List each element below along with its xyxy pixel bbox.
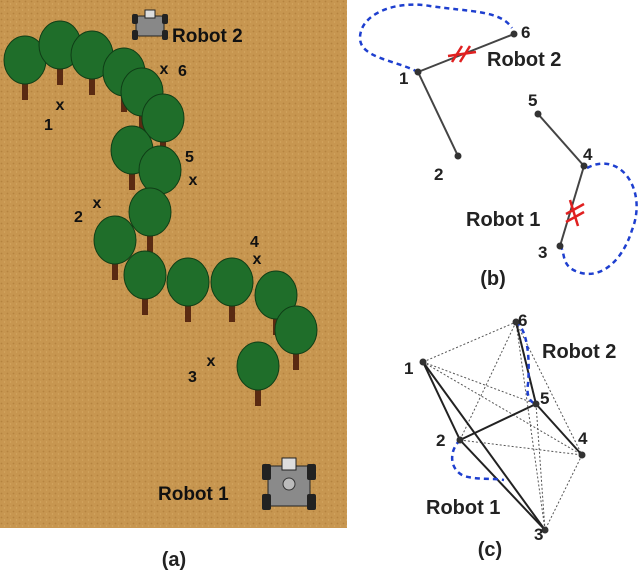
graph-node-6 (512, 318, 520, 326)
robot-2-map-label: Robot 2 (172, 26, 243, 47)
waypoint-marker-5: x 5 (185, 149, 198, 189)
tree-row (3, 20, 318, 406)
tree-canopy (93, 215, 137, 265)
panel-b-caption: (b) (480, 268, 506, 290)
tree-trunk (185, 294, 191, 322)
waypoint-marker-3: x 3 (188, 353, 216, 386)
svg-text:x: x (253, 251, 262, 268)
panel-a: x 1 x 2 x 3 x 4 x 5 x 6 (0, 0, 347, 571)
tree-canopy (236, 341, 280, 391)
robot-2-icon (132, 9, 168, 40)
tree-trunk (147, 224, 153, 252)
waypoint-label-2: 2 (74, 209, 83, 226)
svg-text:x: x (189, 172, 198, 189)
tree-trunk (129, 162, 135, 190)
node-3 (556, 242, 564, 250)
svg-text:x: x (207, 353, 216, 370)
robot-1-icon (262, 457, 316, 510)
graph-node-3 (541, 526, 549, 534)
graph-node-label-1: 1 (404, 359, 413, 378)
tree-canopy (123, 250, 167, 300)
tree-trunk (142, 287, 148, 315)
waypoint-label-1: 1 (44, 117, 53, 134)
waypoint-label-4: 4 (250, 234, 259, 251)
graph-node-4 (578, 451, 586, 459)
tree-canopy (254, 270, 298, 320)
robot-2-loop (358, 3, 514, 74)
graph-node-5 (532, 400, 540, 408)
panel-a-caption: (a) (162, 549, 186, 571)
path-edge-5-4 (537, 113, 585, 167)
waypoint-label-3: 3 (188, 369, 197, 386)
graph-node-label-5: 5 (540, 389, 549, 408)
robot-2-path-label: Robot 2 (487, 49, 561, 71)
tree-trunk (293, 342, 299, 370)
svg-text:x: x (93, 195, 102, 212)
node-label-4: 4 (583, 145, 593, 164)
tree-canopy (274, 305, 318, 355)
tree-canopy (141, 93, 185, 143)
node-label-6: 6 (521, 23, 530, 42)
robot-2-tour-label: Robot 2 (542, 341, 616, 363)
tree-canopy (210, 257, 254, 307)
node-6 (510, 30, 518, 38)
tree-trunk (112, 252, 118, 280)
node-label-2: 2 (434, 165, 443, 184)
graph-node-label-2: 2 (436, 431, 445, 450)
robot-2-tour-loop (515, 320, 537, 406)
node-1 (414, 68, 422, 76)
robot-1-tour-loop (451, 439, 505, 482)
panel-c: 1 2 3 4 5 6 Robot 2 Robot 1 (c) (404, 311, 616, 561)
node-5 (534, 110, 542, 118)
waypoint-label-5: 5 (185, 149, 194, 166)
node-label-1: 1 (399, 69, 408, 88)
panel-b: 1 2 3 4 5 6 Robot 2 Robot 1 (b) (358, 3, 638, 290)
tree-canopy (166, 257, 210, 307)
tree-canopy (128, 187, 172, 237)
waypoint-marker-4: x 4 (250, 234, 262, 268)
tree-trunk (57, 57, 63, 85)
graph-node-label-4: 4 (578, 429, 588, 448)
waypoint-marker-6: x 6 (160, 61, 187, 80)
panel-c-caption: (c) (478, 539, 502, 561)
waypoint-label-6: 6 (178, 63, 187, 80)
graph-node-label-3: 3 (534, 525, 543, 544)
edge-break-mark-robot-1 (565, 199, 585, 227)
node-2 (454, 152, 462, 160)
robot-1-map-label: Robot 1 (158, 484, 229, 505)
edge-break-mark-robot-2 (447, 45, 477, 63)
node-label-3: 3 (538, 243, 547, 262)
robot-1-path-label: Robot 1 (466, 209, 540, 231)
tree-trunk (255, 378, 261, 406)
graph-node-2 (456, 436, 464, 444)
svg-text:x: x (160, 61, 169, 78)
tree-trunk (22, 72, 28, 100)
robot-1-loop (558, 162, 638, 276)
svg-text:x: x (56, 97, 65, 114)
graph-node-label-6: 6 (518, 311, 527, 330)
tree-trunk (89, 67, 95, 95)
waypoint-marker-1: x 1 (44, 97, 65, 134)
node-label-5: 5 (528, 91, 537, 110)
waypoint-marker-2: x 2 (74, 195, 102, 226)
graph-node-1 (419, 358, 427, 366)
tree-trunk (229, 294, 235, 322)
tour-edges (422, 321, 583, 531)
path-edge-1-2 (417, 71, 459, 157)
robot-1-tour-label: Robot 1 (426, 497, 500, 519)
node-4 (580, 162, 588, 170)
tree-canopy (138, 145, 182, 195)
tree-trunk (160, 130, 166, 158)
